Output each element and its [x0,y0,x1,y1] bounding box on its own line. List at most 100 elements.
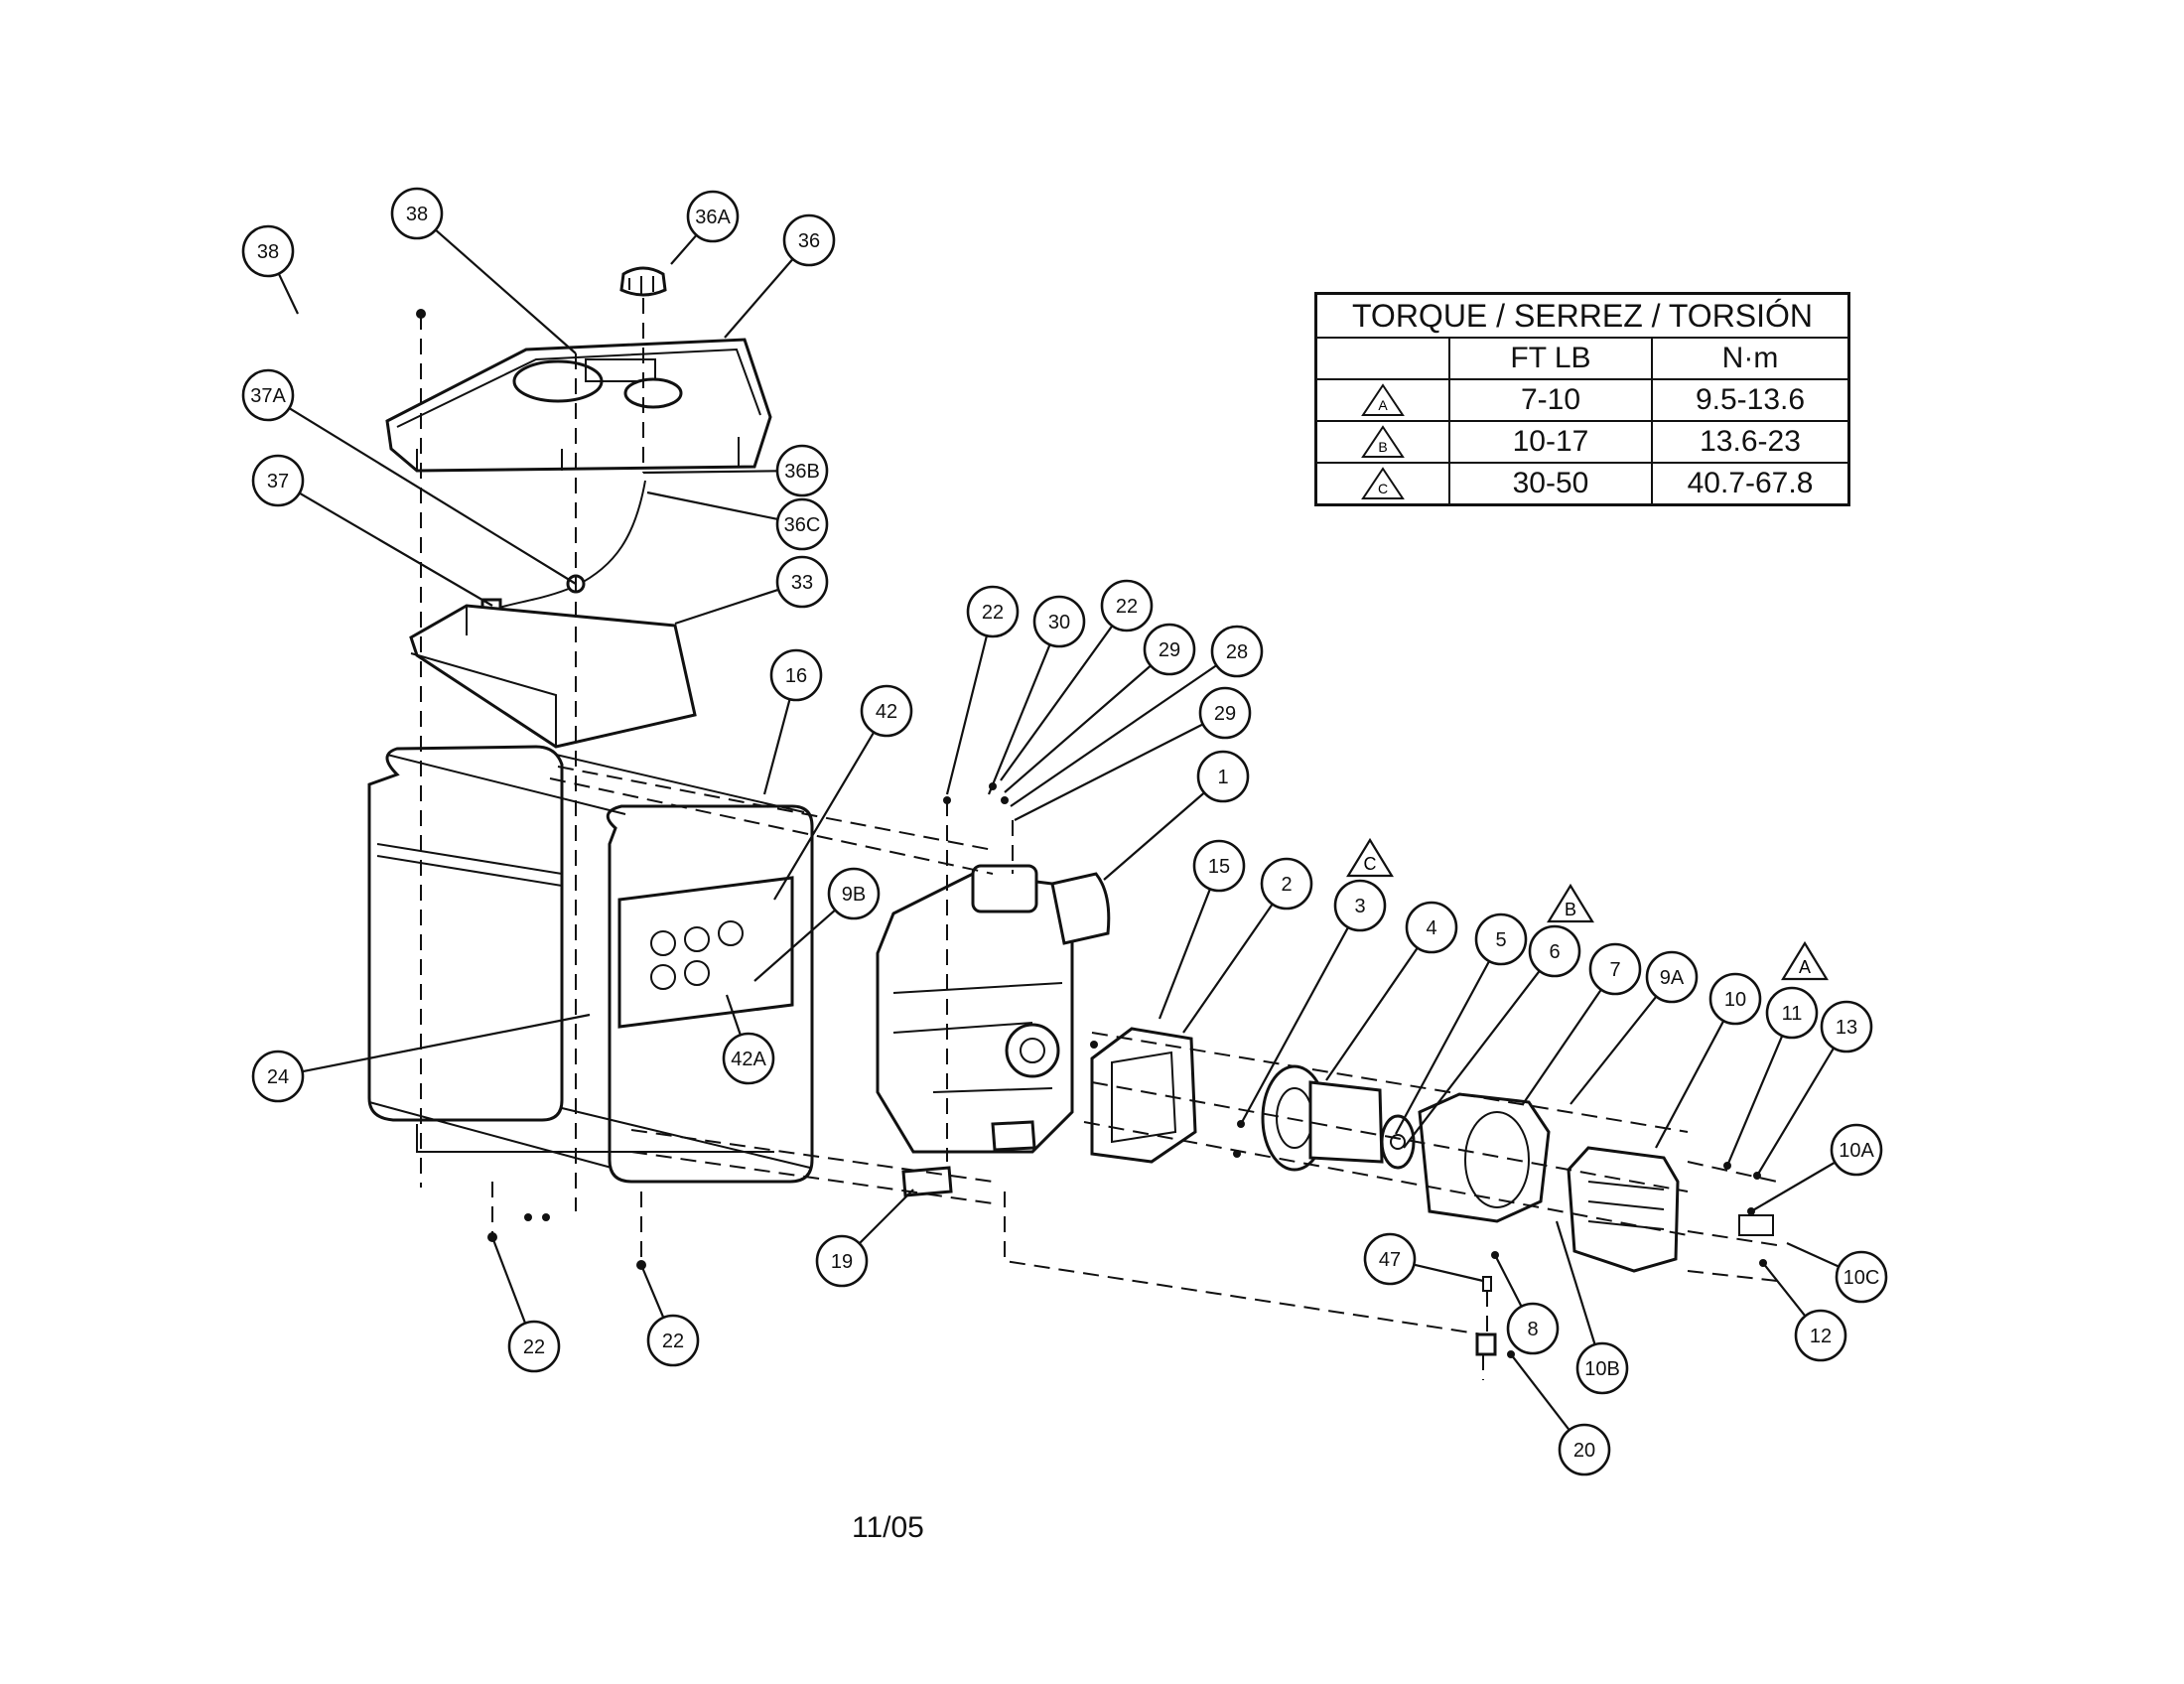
callout-leader-line [987,643,1051,795]
callout-leader-line [642,470,778,475]
callout-42: 42 [860,684,913,738]
triangle-icon: C [1361,467,1405,499]
svg-text:10: 10 [1724,989,1746,1011]
callout-6: 6 [1528,924,1581,978]
triangle-icon: A [1361,383,1405,416]
svg-text:22: 22 [523,1336,545,1358]
callout-15: 15 [1192,839,1246,893]
svg-text:9B: 9B [842,884,866,906]
callout-16: 16 [769,648,823,702]
end-cover [1567,1146,1680,1273]
callout-leader-line [1762,1262,1807,1318]
svg-text:29: 29 [1159,639,1180,661]
callout-leader-line [753,909,836,982]
torque-row-symbol: B [1314,420,1450,464]
callout-1: 1 [1196,750,1250,803]
callout-leader-line [670,234,698,265]
svg-text:16: 16 [785,665,807,687]
callout-leader-line [639,1264,665,1319]
svg-text:30: 30 [1048,612,1070,633]
callout-leader-line [1494,1254,1523,1308]
svg-text:42: 42 [876,701,897,723]
svg-text:C: C [1378,481,1388,496]
callout-leader-line [1004,664,1152,793]
svg-text:37A: 37A [250,385,286,407]
torque-table-title-row: TORQUE / SERREZ / TORSIÓN [1314,292,1850,339]
svg-text:15: 15 [1208,856,1230,878]
svg-text:11: 11 [1782,1003,1803,1025]
callout-leader-line [1403,970,1541,1149]
callout-2: 2 [1260,857,1313,911]
svg-text:10B: 10B [1584,1358,1620,1380]
control-panel [617,876,794,1029]
engine [876,864,1111,1154]
stator [1418,1092,1551,1223]
svg-text:8: 8 [1527,1319,1538,1340]
torque-mark-b: B [1547,883,1594,923]
callout-7: 7 [1588,942,1642,996]
torque-table-title: TORQUE / SERREZ / TORSIÓN [1314,292,1850,339]
svg-text:10C: 10C [1843,1267,1880,1289]
callout-leader-line [435,228,577,354]
callout-22: 22 [966,585,1020,638]
svg-text:5: 5 [1495,929,1506,951]
svg-text:4: 4 [1426,917,1436,939]
callout-leader-line [858,1189,914,1245]
triangle-icon: B [1361,425,1405,458]
footer-date: 11/05 [852,1511,924,1544]
svg-text:37: 37 [267,471,289,492]
callout-leader-line [1756,1047,1836,1177]
callout-37a: 37A [241,368,295,422]
torque-row: B 10-17 13.6-23 [1314,420,1850,464]
svg-text:3: 3 [1354,896,1365,917]
svg-text:B: B [1378,439,1387,455]
callout-leader-line [1750,1161,1836,1212]
callout-leader-line [674,588,779,626]
assembly-lines [420,298,1778,1380]
svg-text:36B: 36B [784,461,820,483]
svg-text:10A: 10A [1839,1140,1874,1162]
svg-text:1: 1 [1217,767,1228,788]
svg-text:24: 24 [267,1066,289,1088]
torque-mark-c: C [1346,837,1394,878]
callout-leader-line [1395,960,1491,1135]
callout-3: 3 [1333,879,1387,932]
callout-10b: 10B [1575,1341,1629,1395]
svg-text:A: A [1799,957,1811,977]
torque-table-header-blank [1314,337,1450,380]
callout-33: 33 [775,555,829,609]
torque-row-symbol: C [1314,462,1450,506]
callout-10: 10 [1708,972,1762,1026]
small-parts [1475,1214,1774,1356]
torque-table: TORQUE / SERREZ / TORSIÓN FT LB N·m A 7-… [1314,292,1850,506]
svg-text:C: C [1364,854,1377,874]
torque-row-nm: 9.5-13.6 [1651,378,1850,422]
callout-leader-line [724,258,794,339]
callout-leader-line [725,994,742,1036]
svg-text:7: 7 [1609,959,1620,981]
callout-leader-line [1010,664,1217,807]
callout-leader-line [1014,723,1204,821]
callout-8: 8 [1506,1302,1560,1355]
fuel-tank [385,338,772,473]
fuel-cap [619,266,667,297]
rotor [1308,1080,1416,1170]
callout-leader-line [945,634,989,795]
callout-leader-line [277,273,299,315]
callout-36a: 36A [686,190,740,243]
callout-30: 30 [1032,595,1086,648]
torque-row-ft: 7-10 [1448,378,1653,422]
callout-12: 12 [1794,1309,1847,1362]
callout-leaders [277,228,1840,1431]
svg-text:19: 19 [831,1251,853,1273]
svg-text:13: 13 [1836,1017,1857,1039]
callout-20: 20 [1558,1423,1611,1476]
svg-text:38: 38 [406,204,428,225]
callout-leader-line [1182,903,1274,1034]
callout-47: 47 [1363,1232,1417,1286]
torque-table-header-nm: N·m [1651,337,1850,380]
callout-leader-line [1786,1241,1840,1268]
torque-row-nm: 13.6-23 [1651,420,1850,464]
